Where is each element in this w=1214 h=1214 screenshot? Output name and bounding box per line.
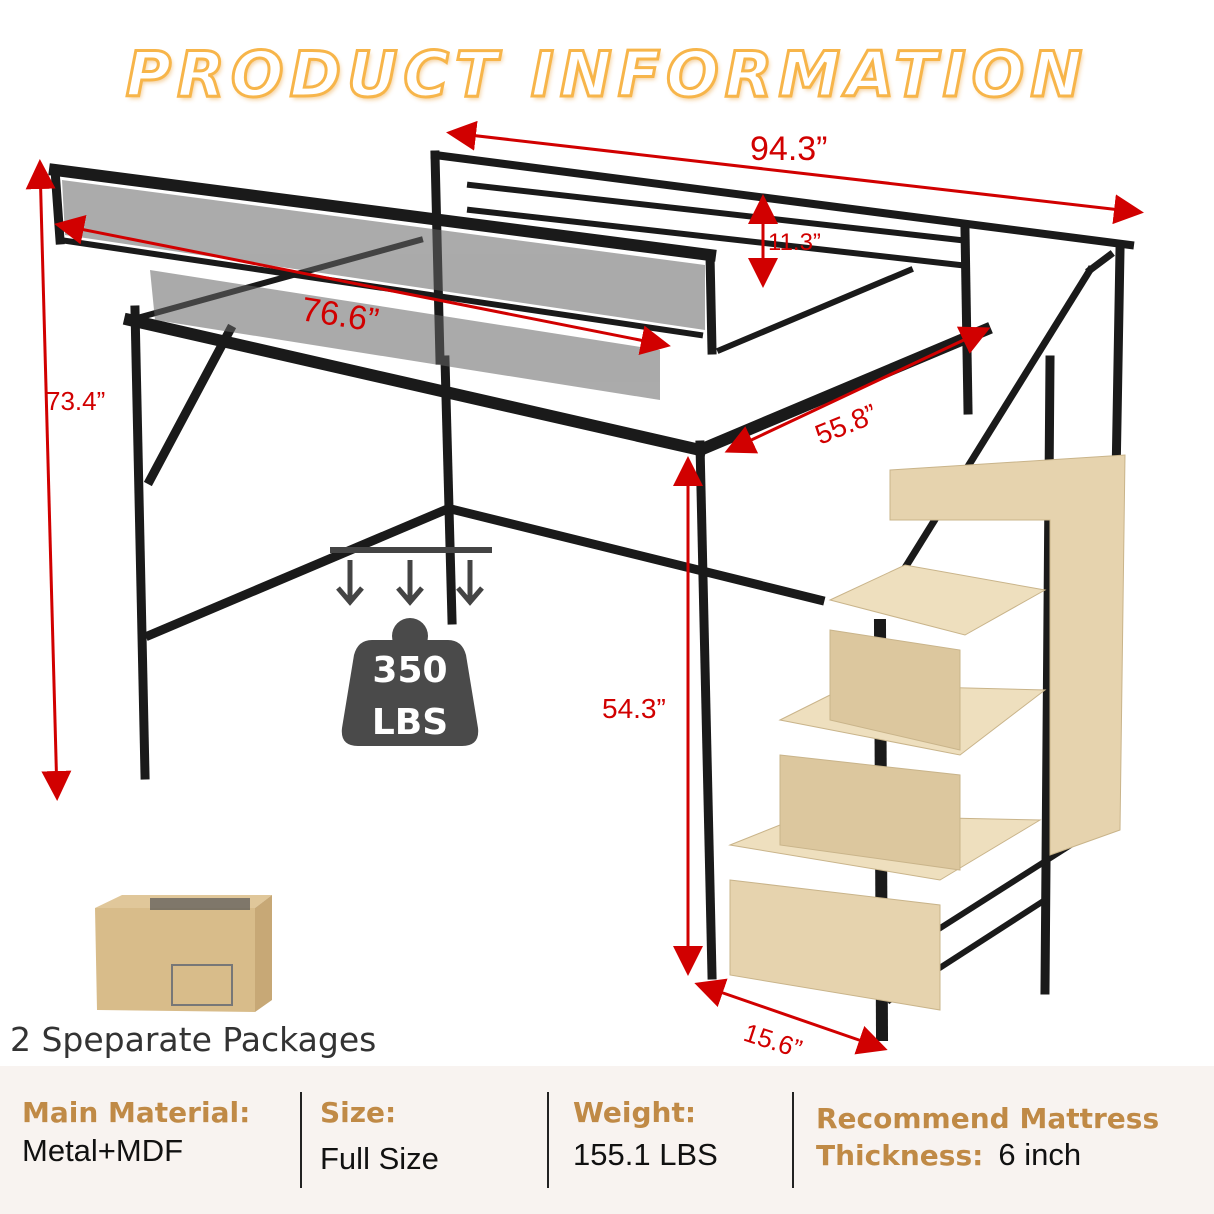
spec-material: Main Material: Metal+MDF [22, 1096, 250, 1169]
dimension-arrows [25, 120, 1144, 1055]
divider [547, 1092, 549, 1188]
storage-stairs [728, 454, 1126, 1011]
dim-length: 94.3” [750, 130, 828, 168]
divider [300, 1092, 302, 1188]
spec-weight-value: 155.1 LBS [573, 1137, 718, 1172]
dim-height: 73.4” [46, 386, 105, 416]
divider [792, 1092, 794, 1188]
loft-bed-illustration: 94.3” 11.3” 76.6” 73.4” 55.8” 54.3” 15.6… [25, 120, 1144, 1064]
spec-size-value: Full Size [320, 1141, 439, 1176]
dim-under-bed: 54.3” [602, 693, 666, 724]
dim-guardrail: 11.3” [768, 229, 821, 256]
weight-capacity-value: 350 [372, 650, 447, 691]
spec-mattress-label: Recommend Mattress [816, 1102, 1160, 1135]
spec-mattress-value: 6 inch [998, 1137, 1082, 1172]
packages-label: 2 Speparate Packages [10, 1020, 377, 1059]
specs-bar: Main Material: Metal+MDF Size: Full Size… [0, 1066, 1214, 1214]
package-box-icon [95, 895, 272, 1012]
spec-weight: Weight: 155.1 LBS [573, 1096, 718, 1173]
page-title: PRODUCT INFORMATION [124, 37, 1089, 113]
weight-capacity-icon: 350 LBS [330, 547, 492, 746]
spec-size: Size: Full Size [320, 1096, 439, 1177]
dim-stair-width: 15.6” [740, 1017, 806, 1064]
weight-capacity-unit: LBS [372, 702, 448, 743]
spec-size-label: Size: [320, 1096, 397, 1129]
spec-material-label: Main Material: [22, 1096, 251, 1129]
spec-weight-label: Weight: [573, 1096, 697, 1129]
spec-mattress: Recommend Mattress Thickness: 6 inch [816, 1102, 1159, 1173]
spec-mattress-label-2: Thickness: [816, 1139, 984, 1172]
spec-material-value: Metal+MDF [22, 1133, 184, 1168]
